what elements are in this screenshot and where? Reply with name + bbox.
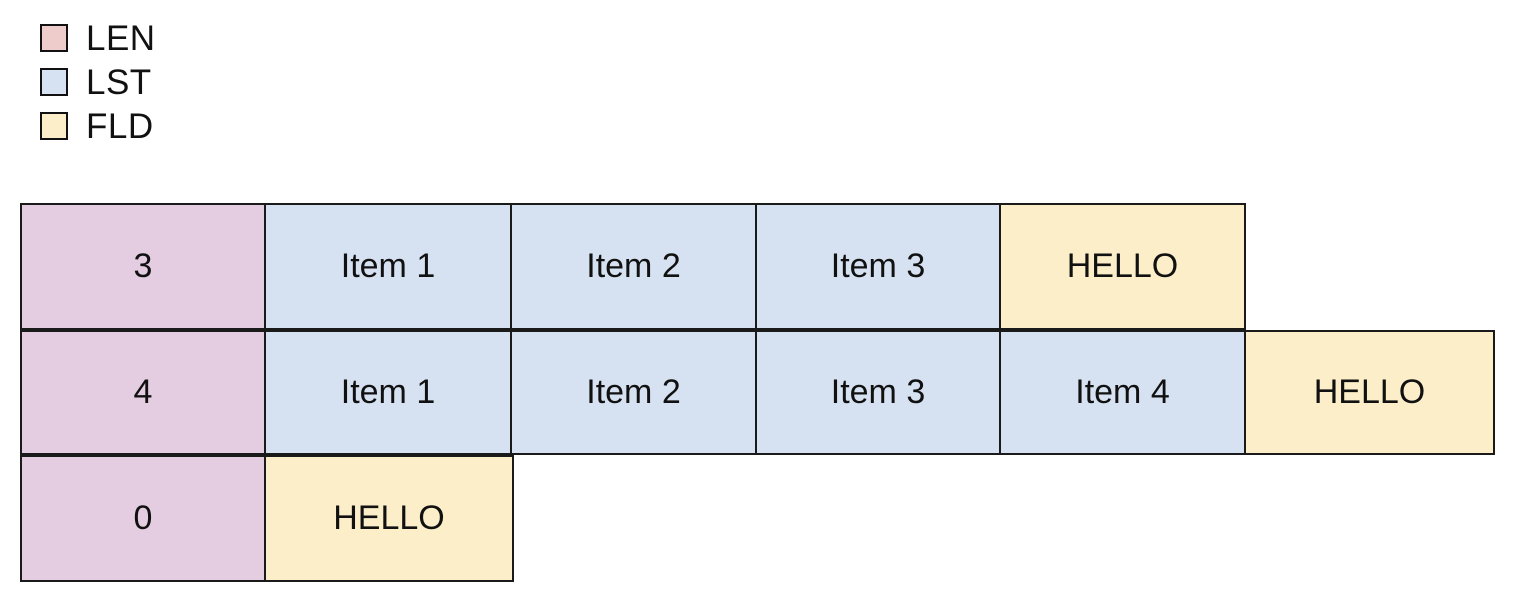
table-cell-len: 3 (20, 203, 266, 330)
legend-item-lst: LST (40, 62, 156, 102)
square-swatch-icon (40, 112, 68, 140)
table-cell-fld: HELLO (1244, 330, 1495, 455)
legend-item-label: LST (86, 62, 152, 102)
table-cell-len: 0 (20, 455, 266, 582)
table-cell-lst: Item 1 (264, 203, 512, 330)
table-cell-lst: Item 2 (510, 203, 757, 330)
table-cell-lst: Item 3 (755, 203, 1001, 330)
table-cell-fld: HELLO (999, 203, 1246, 330)
square-swatch-icon (40, 68, 68, 96)
table-cell-len: 4 (20, 330, 266, 455)
table-cell-fld: HELLO (264, 455, 514, 582)
legend-item-label: FLD (86, 106, 154, 146)
legend-item-len: LEN (40, 18, 156, 58)
square-swatch-icon (40, 24, 68, 52)
legend-item-label: LEN (86, 18, 156, 58)
legend-item-fld: FLD (40, 106, 156, 146)
table-cell-lst: Item 2 (510, 330, 757, 455)
table-cell-lst: Item 4 (999, 330, 1246, 455)
table-cell-lst: Item 1 (264, 330, 512, 455)
table-cell-lst: Item 3 (755, 330, 1001, 455)
